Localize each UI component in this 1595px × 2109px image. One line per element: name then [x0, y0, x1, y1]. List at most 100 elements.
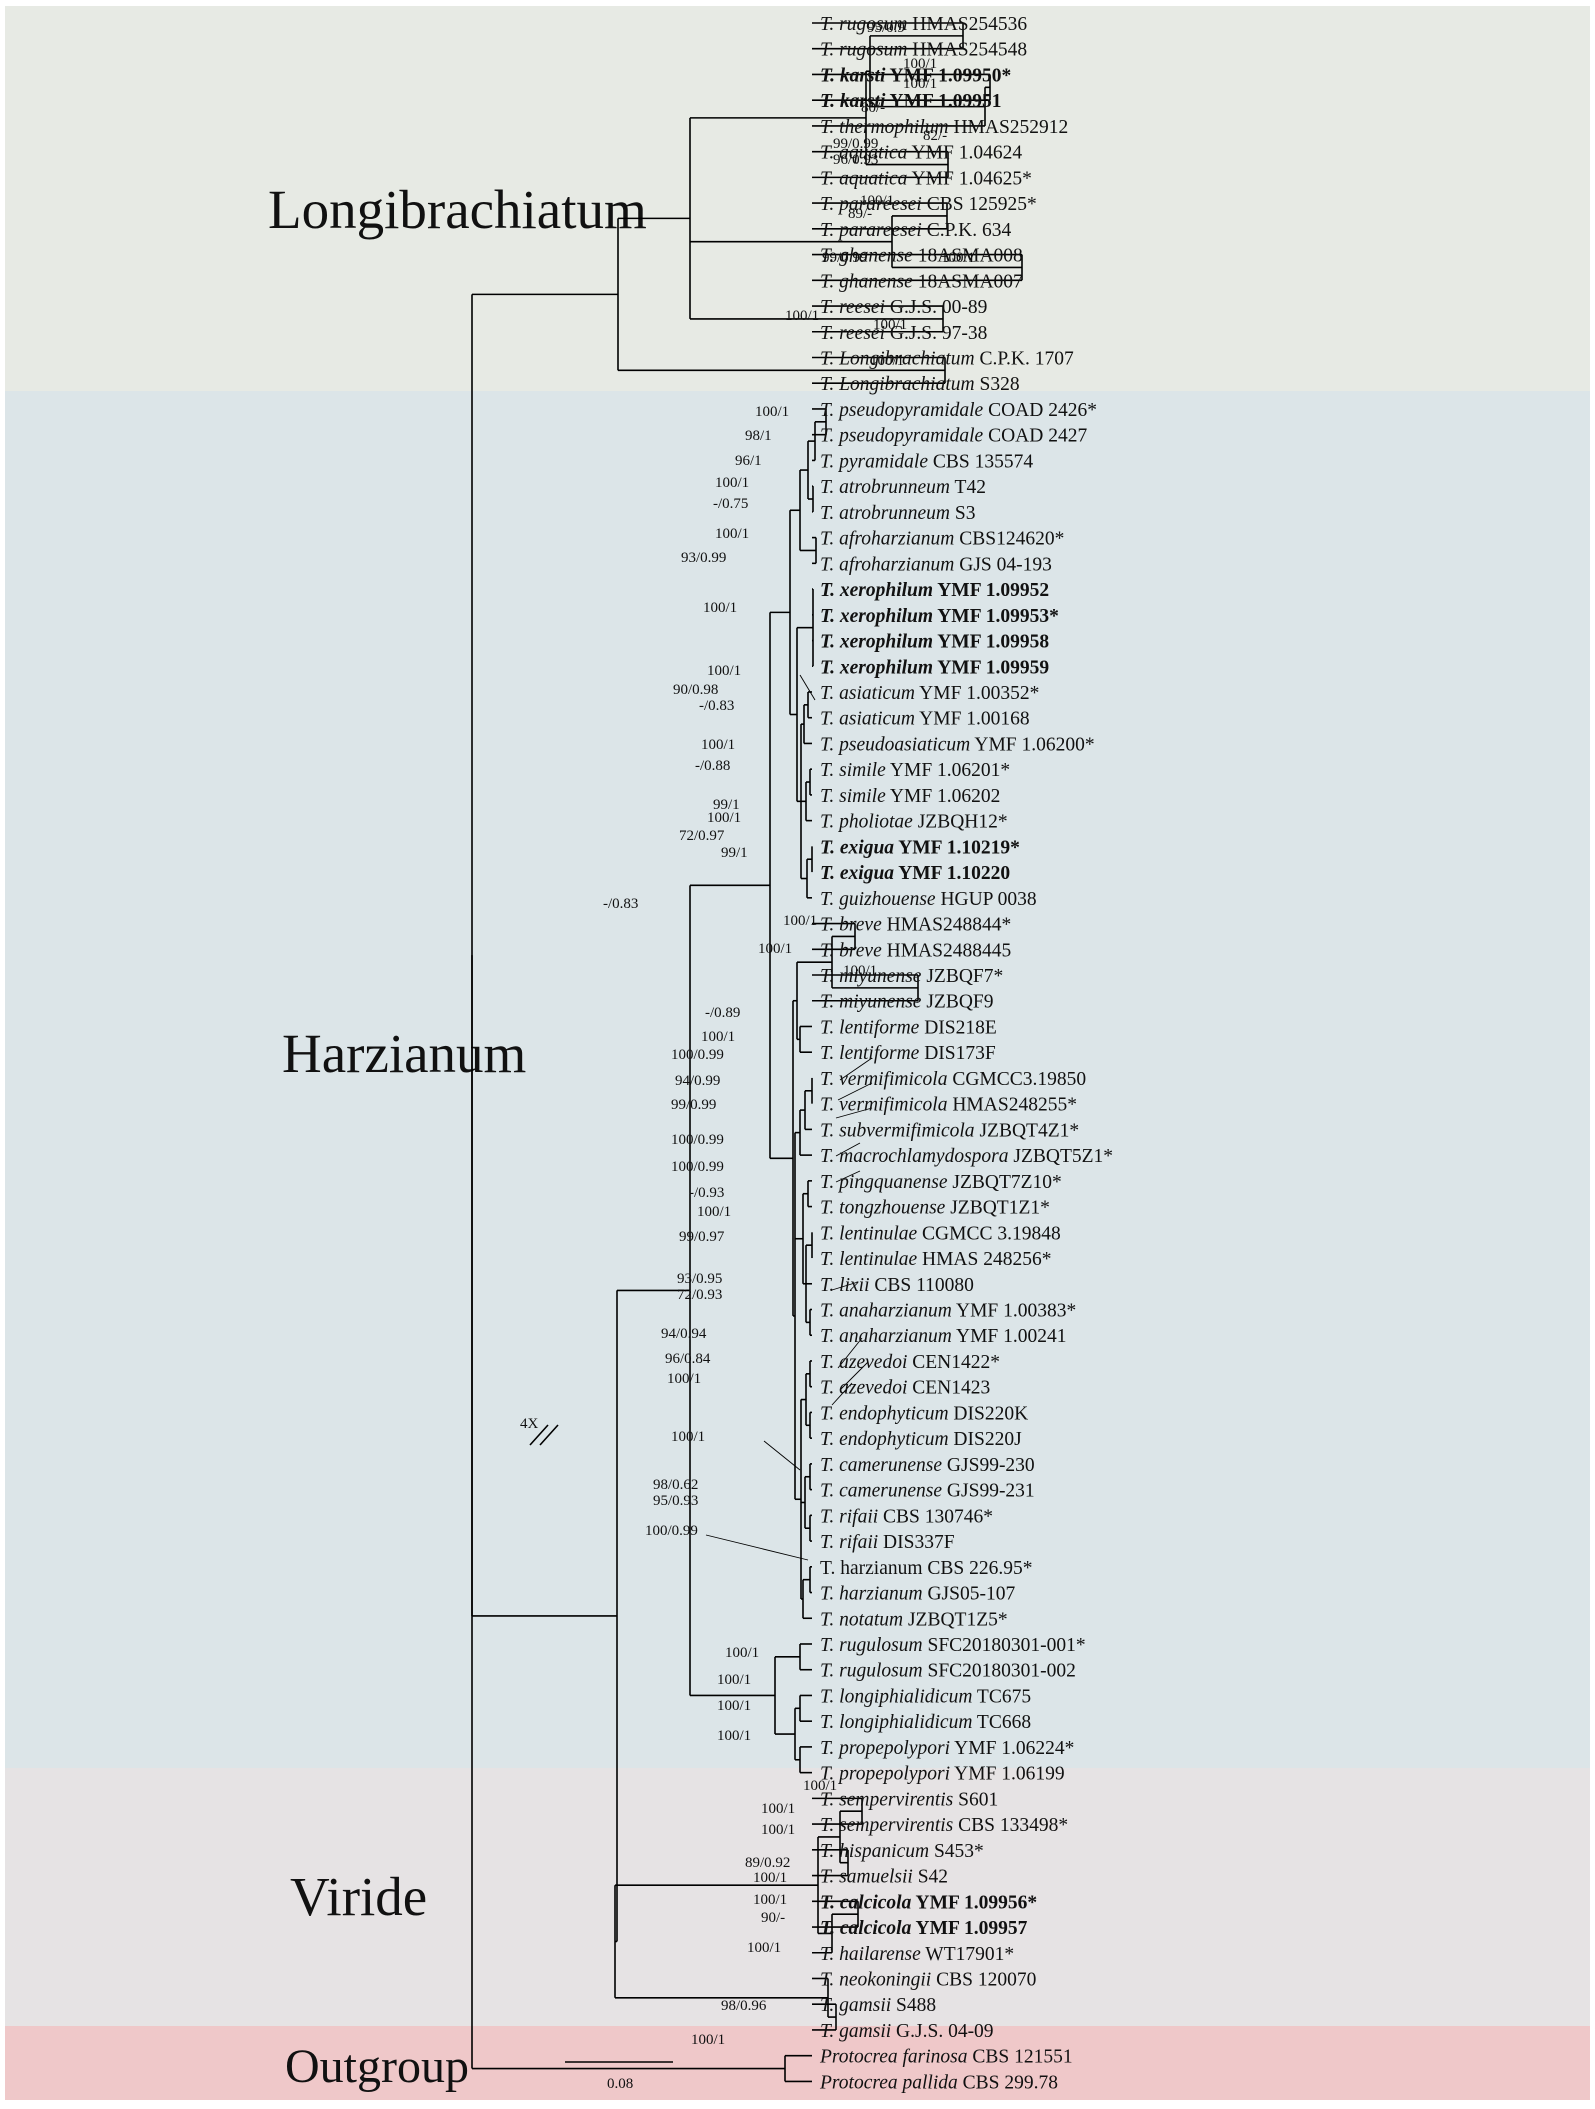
taxon-species: harzianum — [840, 1558, 922, 1579]
support-value: 96/0.93 — [833, 152, 878, 168]
taxon-label: T. lentiforme DIS218E — [820, 1017, 997, 1038]
taxon-strain: GJS05-107 — [923, 1584, 1016, 1605]
taxon-species: asiaticum — [839, 709, 915, 730]
support-value: 100/1 — [870, 353, 904, 369]
taxon-genus: T. — [820, 1481, 839, 1502]
taxon-strain: CGMCC 3.19848 — [917, 1223, 1061, 1244]
taxon-label: T. pholiotae JZBQH12* — [820, 812, 1008, 833]
clade-band-outgroup — [5, 2026, 1590, 2100]
taxon-genus: T. — [820, 323, 839, 344]
taxon-species: Longibrachiatum — [838, 374, 974, 395]
support-value: 100/0.99 — [671, 1159, 724, 1175]
taxon-species: afroharzianum — [839, 554, 954, 575]
taxon-species: pseudopyramidale — [837, 426, 983, 447]
support-value: 100/1 — [941, 250, 975, 266]
support-value: 80/- — [861, 100, 885, 116]
taxon-species: guizhouense — [839, 889, 936, 910]
taxon-species: xerophilum — [839, 580, 933, 601]
taxon-strain: JZBQT1Z5* — [903, 1609, 1008, 1630]
support-leader-line — [799, 674, 816, 701]
taxon-label: T. endophyticum DIS220K — [820, 1403, 1028, 1424]
taxon-species: breve — [839, 940, 882, 961]
taxon-label: T. afroharzianum CBS124620* — [820, 529, 1064, 550]
taxon-strain: CBS 121551 — [968, 2047, 1073, 2068]
support-value: 99/1 — [713, 797, 740, 813]
taxon-species: lentiforme — [839, 1043, 919, 1064]
taxon-label: T. calcicola YMF 1.09957 — [820, 1918, 1028, 1939]
taxon-label: T. rugulosum SFC20180301-001* — [820, 1635, 1086, 1656]
clade-band-viride — [5, 1768, 1590, 2026]
support-value: -/0.93 — [689, 1185, 724, 1201]
tree-branches — [471, 22, 1023, 2083]
taxon-strain: TC668 — [972, 1712, 1031, 1733]
taxon-species: longiphialidicum — [839, 1712, 972, 1733]
taxon-label: T. harzianum CBS 226.95* — [820, 1558, 1033, 1579]
taxon-genus: T. — [820, 1506, 839, 1527]
taxon-strain: YMF 1.04625* — [907, 168, 1031, 189]
support-value: 100/1 — [717, 1728, 751, 1744]
taxon-genus: T. — [820, 14, 839, 35]
support-value: 100/1 — [671, 1429, 705, 1445]
taxon-genus: T. — [820, 554, 839, 575]
taxon-label: T. hailarense WT17901* — [820, 1944, 1014, 1965]
taxon-label: T. parareesei CBS 125925* — [820, 194, 1037, 215]
taxon-label: T. reesei G.J.S. 00-89 — [820, 297, 987, 318]
taxon-label: T. Longibrachiatum C.P.K. 1707 — [820, 348, 1074, 369]
taxon-strain: YMF 1.00383* — [952, 1301, 1076, 1322]
support-value: 89/0.92 — [745, 1855, 790, 1871]
taxon-strain: COAD 2426* — [983, 400, 1097, 421]
taxon-genus: T. — [820, 220, 839, 241]
taxon-label: T. camerunense GJS99-230 — [820, 1455, 1035, 1476]
taxon-label: T. vermifimicola CGMCC3.19850 — [820, 1069, 1086, 1090]
taxon-label: T. asiaticum YMF 1.00168 — [820, 709, 1030, 730]
support-value: 96/1 — [735, 453, 762, 469]
support-value: 95/0.9 — [867, 20, 905, 36]
taxon-strain: DIS173F — [919, 1043, 996, 1064]
support-value: 100/1 — [758, 941, 792, 957]
taxon-species: exigua — [840, 837, 894, 858]
taxon-label: T. aquatica YMF 1.04625* — [820, 168, 1032, 189]
taxon-genus: T. — [820, 426, 839, 447]
taxon-strain: SFC20180301-002 — [923, 1661, 1076, 1682]
taxon-strain: YMF 1.00241 — [952, 1326, 1067, 1347]
support-value: 100/1 — [803, 1778, 837, 1794]
taxon-label: T. pseudopyramidale COAD 2427 — [820, 426, 1087, 447]
taxon-strain: YMF 1.09956* — [911, 1892, 1037, 1913]
support-value: 100/0.99 — [645, 1523, 698, 1539]
taxon-species: Protocrea farinosa — [819, 2047, 968, 2068]
taxon-label: T. samuelsii S42 — [820, 1867, 948, 1888]
taxon-genus: T. — [820, 168, 839, 189]
taxon-strain: CEN1422* — [907, 1352, 1000, 1373]
support-value: 100/1 — [747, 1940, 781, 1956]
support-leader-line — [839, 1057, 873, 1081]
taxon-species: vermifimicola — [839, 1095, 948, 1116]
taxon-genus: T. — [820, 837, 840, 858]
taxon-species: rugulosum — [839, 1635, 922, 1656]
support-value: 94/0.94 — [661, 1326, 707, 1342]
taxon-genus: T. — [820, 529, 839, 550]
taxon-label: T. asiaticum YMF 1.00352* — [820, 683, 1039, 704]
support-value: 98/0.96 — [721, 1998, 767, 2014]
taxon-label: Protocrea farinosa CBS 121551 — [819, 2047, 1073, 2068]
taxon-species: xerophilum — [839, 606, 933, 627]
taxon-label: T. xerophilum YMF 1.09953* — [820, 606, 1059, 627]
taxon-label: T. ghanense 18ASMA008 — [820, 246, 1023, 267]
support-value: 89/- — [848, 206, 872, 222]
taxon-label: T. hispanicum S453* — [820, 1841, 984, 1862]
support-value: 72/0.93 — [677, 1287, 722, 1303]
support-value: 100/1 — [843, 963, 877, 979]
taxon-species: pseudoasiaticum — [837, 734, 970, 755]
taxon-species: calcicola — [840, 1892, 912, 1913]
taxon-label: T. pingquanense JZBQT7Z10* — [820, 1172, 1062, 1193]
taxon-genus: T. — [820, 940, 839, 961]
taxon-genus: T. — [820, 1455, 839, 1476]
taxon-genus: T. — [820, 632, 840, 653]
taxon-label: T. parareesei C.P.K. 634 — [820, 220, 1011, 241]
taxon-strain: CBS 125925* — [922, 194, 1037, 215]
support-value: -/0.75 — [713, 496, 748, 512]
taxon-species: camerunense — [839, 1455, 942, 1476]
taxon-strain: JZBQT1Z1* — [945, 1198, 1050, 1219]
support-value: 90/- — [761, 1910, 785, 1926]
support-leader-line — [835, 1142, 861, 1157]
